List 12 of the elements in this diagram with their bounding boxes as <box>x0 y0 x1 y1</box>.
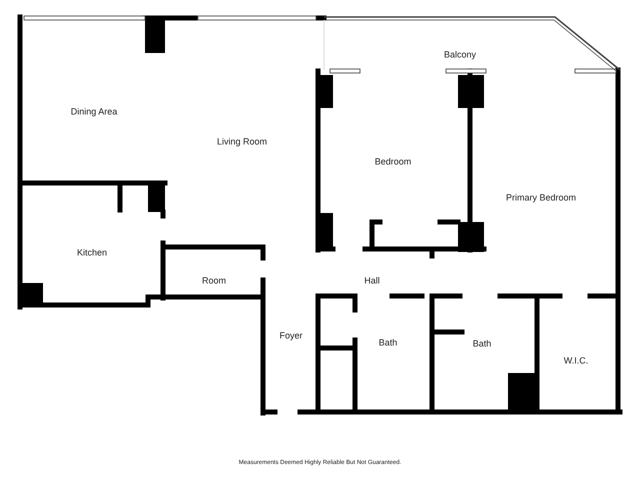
room-label: Primary Bedroom <box>506 194 576 202</box>
room-label: Bath <box>378 338 398 348</box>
room-label: Room <box>202 276 226 286</box>
room-label: W.I.C. <box>564 356 588 366</box>
room-label: Dining Area <box>70 108 118 116</box>
room-label: Bedroom <box>374 158 412 166</box>
room-label: Balcony <box>444 50 476 60</box>
room-label: Hall <box>364 276 380 286</box>
room-label: Foyer <box>280 332 302 340</box>
room-label: Kitchen <box>76 248 108 258</box>
room-label: Bath <box>472 340 492 348</box>
room-label: Living Room <box>216 138 268 146</box>
